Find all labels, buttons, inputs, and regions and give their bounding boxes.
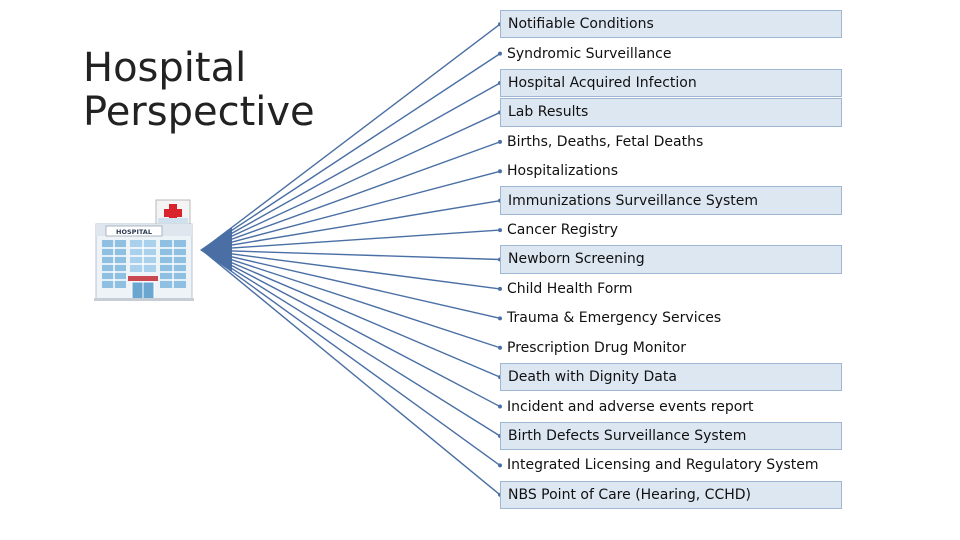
- system-box: Trauma & Emergency Services: [507, 310, 722, 327]
- connector-line: [201, 141, 501, 251]
- system-box: Syndromic Surveillance: [507, 45, 672, 62]
- connector-line: [201, 249, 501, 378]
- connector-endpoint: [498, 404, 502, 409]
- system-box: Newborn Screening: [500, 245, 842, 274]
- connector-endpoint: [498, 139, 502, 144]
- connector-line: [201, 249, 501, 437]
- connector-endpoint: [498, 316, 502, 321]
- connector-line: [201, 249, 501, 290]
- system-box: Incident and adverse events report: [507, 398, 754, 415]
- connector-line: [201, 111, 501, 251]
- system-box: Lab Results: [500, 98, 842, 127]
- connector-endpoint: [498, 228, 502, 233]
- connector-line: [201, 249, 501, 349]
- system-box: Notifiable Conditions: [500, 10, 842, 39]
- system-box: Immunizations Surveillance System: [500, 186, 842, 215]
- connector-endpoint: [498, 286, 502, 291]
- connector-line: [201, 170, 501, 251]
- connector-line: [201, 249, 501, 320]
- hospital-sign: HOSPITAL: [116, 228, 152, 236]
- system-box: Death with Dignity Data: [500, 362, 842, 392]
- connector-endpoint: [498, 51, 502, 56]
- system-box: Hospital Acquired Infection: [500, 68, 842, 98]
- hospital-building-icon: HOSPITAL: [94, 199, 194, 301]
- connector-endpoint: [498, 345, 502, 350]
- connector-line: [201, 23, 501, 251]
- system-box: Birth Defects Surveillance System: [500, 421, 842, 451]
- system-box: Child Health Form: [507, 280, 633, 297]
- cross-horizontal: [164, 209, 182, 217]
- title-line-1: Hospital: [83, 45, 247, 91]
- connector-line: [201, 249, 501, 496]
- connector-line: [201, 249, 501, 261]
- connector-endpoint: [498, 169, 502, 174]
- system-box: Integrated Licensing and Regulatory Syst…: [507, 457, 819, 474]
- system-box: Births, Deaths, Fetal Deaths: [507, 133, 704, 150]
- connector-line: [201, 53, 501, 251]
- connector-endpoint: [498, 463, 502, 468]
- page-title: Hospital Perspective: [83, 46, 315, 134]
- system-box: Prescription Drug Monitor: [507, 339, 687, 356]
- connector-line: [201, 199, 501, 251]
- system-box: Hospitalizations: [507, 163, 619, 180]
- connector-line: [201, 229, 501, 251]
- connector-line: [201, 249, 501, 466]
- system-box: Cancer Registry: [507, 222, 619, 239]
- connector-line: [201, 82, 501, 251]
- connector-line: [201, 249, 501, 408]
- system-box: NBS Point of Care (Hearing, CCHD): [500, 480, 842, 509]
- title-line-2: Perspective: [83, 89, 315, 135]
